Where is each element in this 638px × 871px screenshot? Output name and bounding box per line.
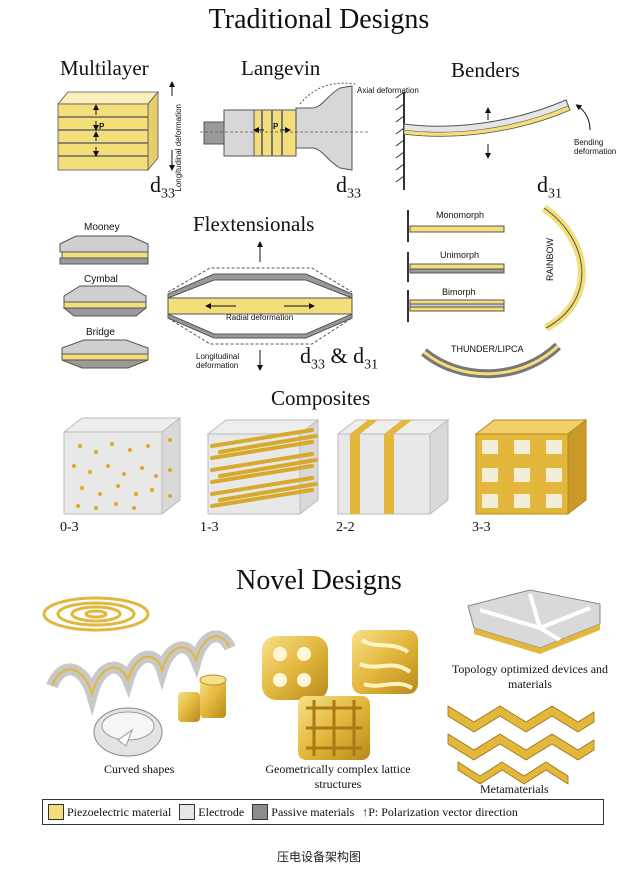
legend-label-passive: Passive materials [271, 804, 355, 819]
annotation-radial-deformation: Radial deformation [226, 313, 294, 322]
label-composite-0-3: 0-3 [60, 520, 79, 535]
label-bridge: Bridge [86, 327, 115, 338]
legend: Piezoelectric material Electrode Passive… [42, 799, 604, 825]
label-metamaterials: Metamaterials [480, 782, 549, 796]
annotation-polarization-p-multilayer: P [99, 122, 105, 131]
label-composite-1-3: 1-3 [200, 520, 219, 535]
flextensional-cross-section [167, 241, 353, 371]
legend-label-piezo: Piezoelectric material [67, 804, 172, 819]
legend-label-electrode: Electrode [198, 804, 245, 819]
coefficient-benders: d31 [537, 172, 562, 202]
annotation-longitudinal-deformation: Longitudinal deformation [174, 104, 183, 192]
label-bimorph: Bimorph [442, 287, 476, 297]
bender-variants [407, 204, 586, 379]
figure-caption: 压电设备架构图 [276, 850, 361, 864]
coefficient-langevin: d33 [336, 172, 361, 202]
bender-cantilever [395, 91, 591, 190]
annotation-axial-deformation: Axial deformation [357, 86, 419, 95]
coefficient-flextensional: d33 & d31 [300, 343, 379, 373]
multilayer-stack [57, 81, 175, 172]
novel-metamaterial [447, 705, 595, 785]
composite-3-3 [474, 418, 588, 516]
label-unimorph: Unimorph [440, 250, 480, 260]
legend-label-polarization: ↑P: Polarization vector direction [362, 804, 518, 819]
novel-tubes [178, 674, 227, 722]
novel-lattice-structures [262, 630, 418, 760]
legend-swatch-piezo [48, 804, 64, 820]
annotation-bending-deformation: Bending deformation [574, 138, 617, 156]
label-composite-2-2: 2-2 [336, 520, 355, 535]
heading-langevin: Langevin [241, 56, 321, 80]
coefficient-multilayer: d33 [150, 172, 175, 202]
novel-spiral [42, 596, 150, 632]
heading-flextensionals: Flextensionals [193, 212, 315, 236]
label-monomorph: Monomorph [436, 210, 485, 220]
flextensional-types [59, 235, 149, 369]
novel-topology-device [467, 589, 601, 654]
label-mooney: Mooney [84, 222, 120, 233]
title-novel-designs: Novel Designs [236, 565, 402, 596]
composite-2-2 [336, 418, 450, 516]
annotation-polarization-p-langevin: P [273, 122, 279, 131]
heading-benders: Benders [451, 58, 520, 82]
label-thunder-lipca: THUNDER/LIPCA [451, 344, 524, 354]
label-topology-optimized: Topology optimized devices and materials [451, 662, 609, 691]
langevin-transducer [200, 82, 368, 171]
legend-swatch-passive [252, 804, 269, 820]
label-lattice-structures: Geometrically complex lattice structures [265, 762, 411, 791]
legend-swatch-electrode [179, 804, 196, 820]
composite-1-3 [206, 418, 320, 516]
novel-coil [46, 630, 236, 717]
label-rainbow: RAINBOW [545, 238, 555, 282]
title-traditional-designs: Traditional Designs [208, 4, 430, 35]
novel-bowl [93, 707, 163, 757]
label-curved-shapes: Curved shapes [104, 762, 175, 776]
annotation-longitudinal-flex: Longitudinal deformation [196, 352, 240, 370]
label-composite-3-3: 3-3 [472, 520, 491, 535]
composite-0-3 [62, 416, 182, 516]
heading-composites: Composites [271, 386, 371, 410]
heading-multilayer: Multilayer [60, 56, 149, 80]
label-cymbal: Cymbal [84, 274, 118, 285]
